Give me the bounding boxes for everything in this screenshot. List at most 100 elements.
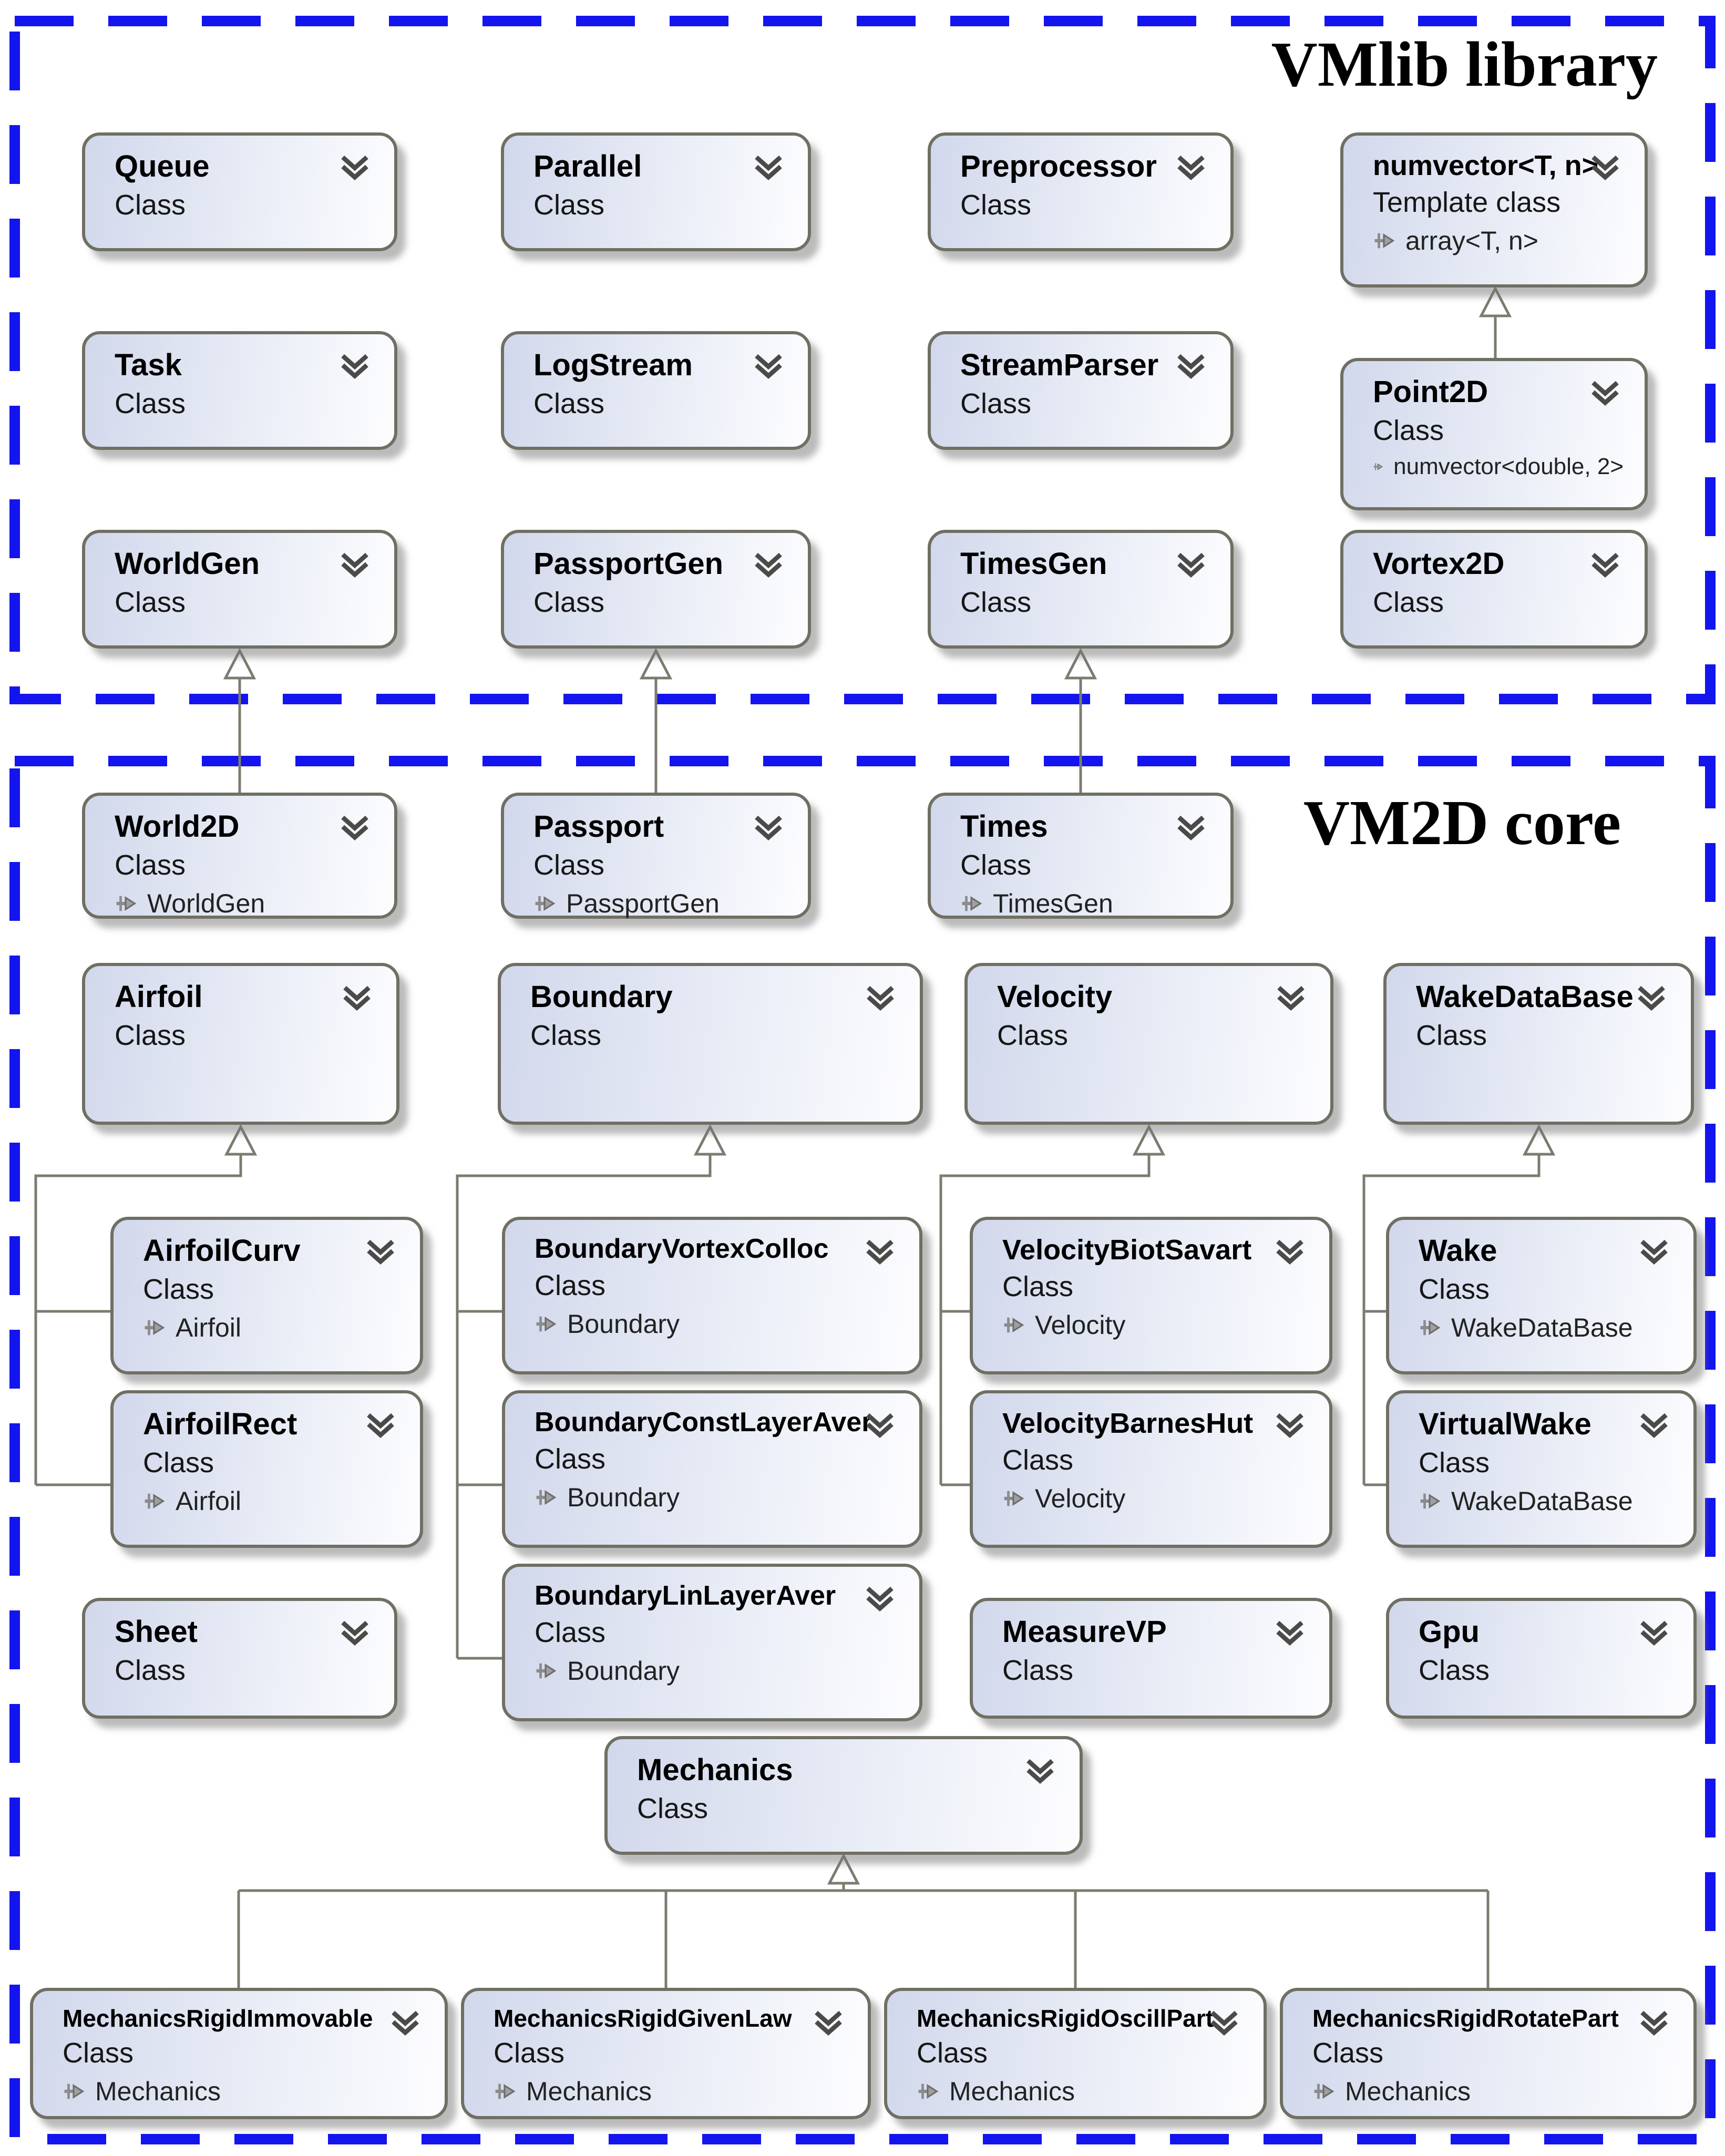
collapse-chevron-icon[interactable]	[1024, 1758, 1056, 1788]
class-title: BoundaryLinLayerAver	[535, 1580, 836, 1611]
collapse-chevron-icon[interactable]	[341, 985, 373, 1014]
class-title: Times	[960, 809, 1048, 844]
class-box-passportgen[interactable]: PassportGen Class	[501, 530, 811, 649]
class-box-airfoilcurv[interactable]: AirfoilCurv Class Airfoil	[110, 1217, 423, 1374]
inheritance-arrow-icon	[918, 2084, 939, 2099]
class-box-world2d[interactable]: World2D Class WorldGen	[82, 793, 397, 919]
class-box-mechanicsrigidimmovable[interactable]: MechanicsRigidImmovable Class Mechanics	[30, 1988, 448, 2119]
class-box-times[interactable]: Times Class TimesGen	[928, 793, 1234, 919]
class-box-preprocessor[interactable]: Preprocessor Class	[928, 132, 1234, 251]
class-box-worldgen[interactable]: WorldGen Class	[82, 530, 397, 649]
collapse-chevron-icon[interactable]	[1175, 815, 1207, 844]
class-box-task[interactable]: Task Class	[82, 331, 397, 450]
collapse-chevron-icon[interactable]	[864, 1239, 896, 1268]
class-box-logstream[interactable]: LogStream Class	[501, 331, 811, 450]
collapse-chevron-icon[interactable]	[864, 985, 897, 1014]
collapse-chevron-icon[interactable]	[338, 552, 371, 581]
base-class-name: WakeDataBase	[1451, 1313, 1633, 1343]
collapse-chevron-icon[interactable]	[364, 1239, 397, 1268]
class-box-queue[interactable]: Queue Class	[82, 132, 397, 251]
class-kind-label: Class	[1002, 1444, 1074, 1476]
collapse-chevron-icon[interactable]	[364, 1412, 397, 1442]
collapse-chevron-icon[interactable]	[338, 155, 371, 184]
collapse-chevron-icon[interactable]	[1635, 985, 1668, 1014]
class-box-virtualwake[interactable]: VirtualWake Class WakeDataBase	[1386, 1390, 1697, 1548]
class-box-velocitybarneshut[interactable]: VelocityBarnesHut Class Velocity	[970, 1390, 1332, 1548]
collapse-chevron-icon[interactable]	[1638, 2010, 1670, 2039]
class-title: Task	[115, 348, 182, 382]
class-title: numvector<T, n>	[1373, 150, 1599, 181]
class-box-numvector[interactable]: numvector<T, n> Template class array<T, …	[1340, 132, 1648, 288]
collapse-chevron-icon[interactable]	[1274, 1239, 1306, 1268]
collapse-chevron-icon[interactable]	[752, 353, 785, 383]
collapse-chevron-icon[interactable]	[1589, 155, 1621, 184]
base-class-row: array<T, n>	[1373, 225, 1624, 256]
collapse-chevron-icon[interactable]	[338, 1620, 371, 1649]
class-title: Mechanics	[637, 1753, 793, 1787]
collapse-chevron-icon[interactable]	[1175, 155, 1207, 184]
collapse-chevron-icon[interactable]	[1275, 985, 1307, 1014]
class-box-vortex2d[interactable]: Vortex2D Class	[1340, 530, 1648, 649]
class-box-mechanicsrigidrotatepart[interactable]: MechanicsRigidRotatePart Class Mechanics	[1280, 1988, 1697, 2119]
class-kind-label: Class	[1419, 1273, 1490, 1305]
class-box-mechanicsrigidoscillpart[interactable]: MechanicsRigidOscillPart Class Mechanics	[884, 1988, 1267, 2119]
collapse-chevron-icon[interactable]	[1274, 1620, 1306, 1649]
class-box-velocity[interactable]: Velocity Class	[964, 963, 1333, 1125]
collapse-chevron-icon[interactable]	[864, 1586, 896, 1615]
class-title: WorldGen	[115, 547, 260, 581]
inheritance-arrow-icon	[145, 1493, 165, 1509]
class-kind-label: Class	[960, 387, 1032, 419]
collapse-chevron-icon[interactable]	[1208, 2010, 1240, 2039]
class-box-velocitybiotsavart[interactable]: VelocityBiotSavart Class Velocity	[970, 1217, 1332, 1374]
class-box-mechanics[interactable]: Mechanics Class	[604, 1736, 1083, 1855]
class-box-streamparser[interactable]: StreamParser Class	[928, 331, 1234, 450]
base-class-name: Airfoil	[176, 1313, 242, 1343]
collapse-chevron-icon[interactable]	[1274, 1412, 1306, 1442]
collapse-chevron-icon[interactable]	[1589, 380, 1621, 409]
class-box-measurevp[interactable]: MeasureVP Class	[970, 1598, 1332, 1719]
class-box-airfoilrect[interactable]: AirfoilRect Class Airfoil	[110, 1390, 423, 1548]
inheritance-triangle-numvector	[1478, 285, 1512, 317]
class-kind-label: Class	[535, 1269, 606, 1301]
base-class-row: Mechanics	[1312, 2076, 1672, 2107]
collapse-chevron-icon[interactable]	[752, 155, 785, 184]
class-title: LogStream	[533, 348, 693, 382]
class-title: Sheet	[115, 1615, 198, 1649]
collapse-chevron-icon[interactable]	[1175, 552, 1207, 581]
class-box-timesgen[interactable]: TimesGen Class	[928, 530, 1234, 649]
collapse-chevron-icon[interactable]	[338, 353, 371, 383]
class-box-airfoil[interactable]: Airfoil Class	[82, 963, 399, 1125]
class-title: MechanicsRigidImmovable	[63, 2005, 373, 2032]
collapse-chevron-icon[interactable]	[752, 552, 785, 581]
class-box-point2d[interactable]: Point2D Class numvector<double, 2>	[1340, 358, 1648, 510]
class-box-wake[interactable]: Wake Class WakeDataBase	[1386, 1217, 1697, 1374]
vmlib-section-title: VMlib library	[1271, 29, 1658, 100]
collapse-chevron-icon[interactable]	[812, 2010, 845, 2039]
inheritance-arrow-icon	[64, 2084, 85, 2099]
class-box-gpu[interactable]: Gpu Class	[1386, 1598, 1697, 1719]
collapse-chevron-icon[interactable]	[338, 815, 371, 844]
collapse-chevron-icon[interactable]	[389, 2010, 422, 2039]
class-box-mechanicsrigidgivenlaw[interactable]: MechanicsRigidGivenLaw Class Mechanics	[461, 1988, 871, 2119]
base-class-name: WorldGen	[147, 889, 265, 919]
collapse-chevron-icon[interactable]	[1638, 1412, 1670, 1442]
collapse-chevron-icon[interactable]	[752, 815, 785, 844]
class-box-parallel[interactable]: Parallel Class	[501, 132, 811, 251]
class-box-boundaryconstlayeraver[interactable]: BoundaryConstLayerAver Class Boundary	[502, 1390, 922, 1548]
inheritance-arrow-icon	[495, 2084, 516, 2099]
base-class-name: PassportGen	[566, 889, 720, 919]
class-kind-label: Class	[1373, 586, 1444, 618]
collapse-chevron-icon[interactable]	[1638, 1239, 1670, 1268]
collapse-chevron-icon[interactable]	[1638, 1620, 1670, 1649]
collapse-chevron-icon[interactable]	[864, 1412, 896, 1442]
class-box-boundary[interactable]: Boundary Class	[498, 963, 923, 1125]
class-box-passport[interactable]: Passport Class PassportGen	[501, 793, 811, 919]
class-box-boundaryvortexcolloc[interactable]: BoundaryVortexColloc Class Boundary	[502, 1217, 922, 1374]
class-box-sheet[interactable]: Sheet Class	[82, 1598, 397, 1719]
collapse-chevron-icon[interactable]	[1589, 552, 1621, 581]
inheritance-arrow-icon	[116, 896, 137, 911]
class-kind-label: Class	[530, 1019, 602, 1051]
class-box-boundarylinlayeraver[interactable]: BoundaryLinLayerAver Class Boundary	[502, 1564, 922, 1721]
collapse-chevron-icon[interactable]	[1175, 353, 1207, 383]
class-box-wakedatabase[interactable]: WakeDataBase Class	[1383, 963, 1694, 1125]
